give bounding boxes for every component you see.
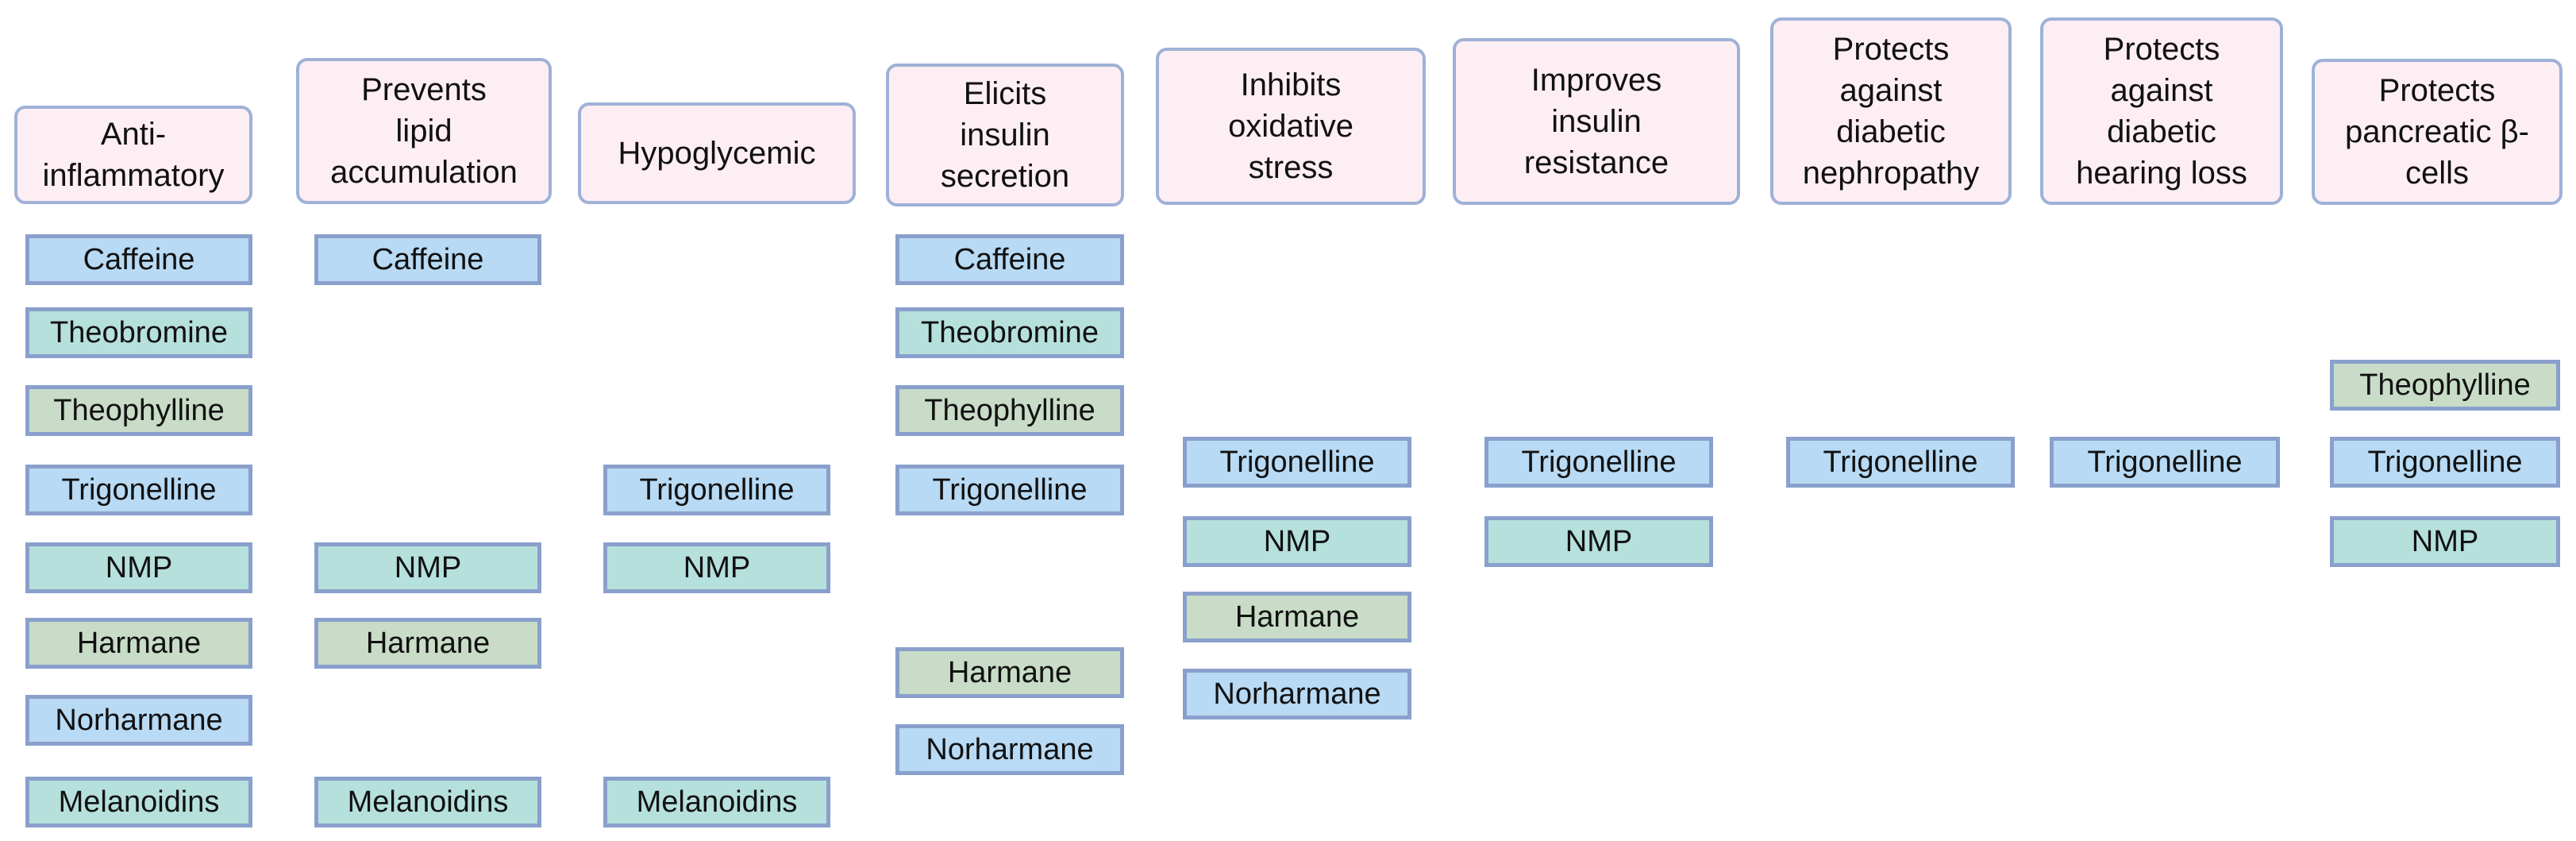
compound-chip: Trigonelline — [1786, 437, 2015, 488]
effect-header-line: cells — [2405, 156, 2470, 191]
effect-header: Protects pancreatic β-cells — [2312, 59, 2563, 205]
compound-chip: Theobromine — [895, 307, 1124, 358]
effect-header-line: insulin — [1551, 104, 1642, 139]
compound-chip: Harmane — [1183, 592, 1411, 642]
effect-header: Protects against diabetic hearing loss — [2040, 17, 2283, 205]
compound-chip: Melanoidins — [603, 777, 830, 827]
effect-header-line: secretion — [940, 159, 1070, 194]
effect-header-line: Protects — [1832, 32, 1950, 67]
compound-chip: Norharmane — [25, 695, 252, 746]
effect-header-line: against — [2110, 73, 2213, 108]
effect-header-line: hearing loss — [2076, 156, 2247, 191]
compound-chip: Theophylline — [2330, 360, 2560, 411]
compound-chip: NMP — [1484, 516, 1713, 567]
effect-header-line: Protects — [2103, 32, 2220, 67]
compound-chip: Trigonelline — [2050, 437, 2280, 488]
effect-header-line: Hypoglycemic — [618, 136, 816, 171]
compound-chip: Melanoidins — [25, 777, 252, 827]
effect-header-text: Elicits insulin secretion — [941, 73, 1069, 197]
compound-chip: Trigonelline — [1484, 437, 1713, 488]
effect-header-text: Prevents lipid accumulation — [330, 69, 518, 193]
effect-header-line: Anti- — [100, 117, 167, 152]
compound-chip: NMP — [2330, 516, 2560, 567]
effect-header: Prevents lipid accumulation — [296, 58, 552, 204]
compound-chip: Trigonelline — [603, 465, 830, 515]
compound-chip: Harmane — [25, 618, 252, 669]
effect-header: Improves insulin resistance — [1453, 38, 1740, 205]
compound-chip: Caffeine — [314, 234, 541, 285]
compound-chip: Theobromine — [25, 307, 252, 358]
compound-chip: NMP — [25, 542, 252, 593]
effect-header: Anti-inflammatory — [14, 106, 252, 204]
effect-header-line: lipid — [395, 114, 452, 149]
effect-header-line: diabetic — [1836, 114, 1946, 149]
effect-header: Hypoglycemic — [578, 102, 856, 204]
effect-header-text: Protects against diabetic hearing loss — [2076, 29, 2247, 194]
effect-header-line: Elicits — [963, 76, 1047, 111]
effect-header-line: insulin — [960, 118, 1050, 152]
compound-chip: Harmane — [895, 647, 1124, 698]
effect-header-line: against — [1839, 73, 1943, 108]
effect-header-line: nephropathy — [1802, 156, 1980, 191]
compound-chip: Trigonelline — [25, 465, 252, 515]
compound-chip: Harmane — [314, 618, 541, 669]
compound-chip: Caffeine — [25, 234, 252, 285]
effect-header-text: Hypoglycemic — [618, 133, 816, 174]
effect-header-line: inflammatory — [42, 158, 225, 193]
compound-chip: Norharmane — [895, 724, 1124, 775]
effect-header-text: Anti-inflammatory — [43, 114, 225, 196]
effect-header-text: Protects against diabetic nephropathy — [1803, 29, 1979, 194]
effect-header-line: Prevents — [361, 72, 487, 107]
compound-chip: Trigonelline — [895, 465, 1124, 515]
effect-header-line: accumulation — [330, 155, 518, 190]
effect-header: Protects against diabetic nephropathy — [1770, 17, 2012, 205]
effect-header: Inhibits oxidative stress — [1156, 48, 1426, 205]
effect-header-line: resistance — [1523, 145, 1669, 180]
compound-chip: Trigonelline — [1183, 437, 1411, 488]
effect-header-line: stress — [1248, 150, 1334, 185]
compound-chip: NMP — [1183, 516, 1411, 567]
effect-header-line: diabetic — [2107, 114, 2216, 149]
compound-chip: Theophylline — [25, 385, 252, 436]
effect-header-line: Inhibits — [1240, 68, 1342, 102]
effect-header-text: Protects pancreatic β-cells — [2345, 70, 2529, 194]
effect-header-line: pancreatic β- — [2345, 114, 2529, 149]
effect-header-line: Protects — [2378, 73, 2496, 108]
compound-chip: Trigonelline — [2330, 437, 2560, 488]
effect-header: Elicits insulin secretion — [886, 64, 1124, 206]
compound-chip: Caffeine — [895, 234, 1124, 285]
compound-chip: NMP — [603, 542, 830, 593]
effect-header-line: Improves — [1531, 63, 1662, 98]
compound-chip: NMP — [314, 542, 541, 593]
effect-header-text: Inhibits oxidative stress — [1228, 64, 1353, 188]
compound-chip: Norharmane — [1183, 669, 1411, 719]
compound-chip: Theophylline — [895, 385, 1124, 436]
effect-header-text: Improves insulin resistance — [1524, 60, 1669, 183]
compound-chip: Melanoidins — [314, 777, 541, 827]
effect-header-line: oxidative — [1228, 109, 1353, 144]
